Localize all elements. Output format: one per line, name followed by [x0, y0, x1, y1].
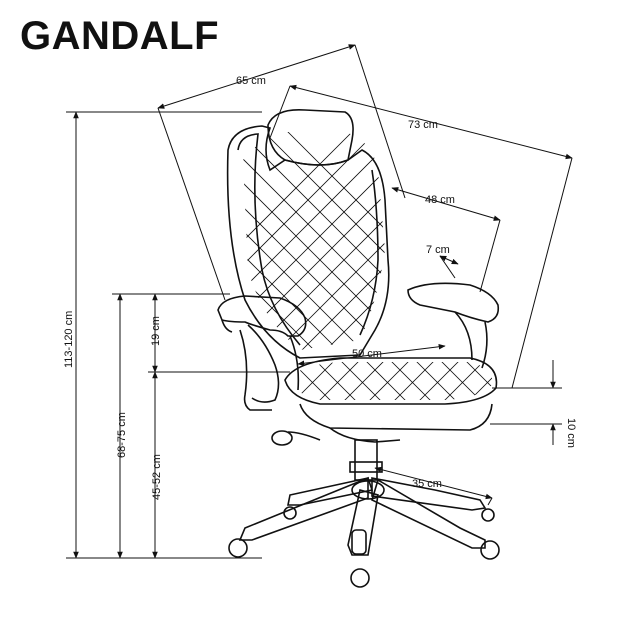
- chair-armrest-right: [407, 282, 500, 323]
- dimension-lines: 65 cm 73 cm 48 cm 7 cm 50 cm 113-120 cm …: [63, 44, 577, 559]
- chair-illustration: [217, 108, 500, 588]
- dim-seat-width-label: 48 cm: [425, 194, 455, 206]
- seat-quilting: [290, 362, 493, 400]
- dim-seat-thickness-label: 10 cm: [565, 418, 577, 448]
- dim-depth-label: 73 cm: [408, 119, 438, 131]
- dim-seat-depth-label: 50 cm: [352, 348, 382, 360]
- chair-armrest-left: [217, 295, 307, 337]
- chair-gas-lift: [354, 439, 378, 481]
- chair-backrest: [226, 125, 390, 359]
- chair-headrest: [267, 108, 354, 166]
- chair-seat: [284, 357, 498, 405]
- dim-total-height-label: 113-120 cm: [63, 311, 75, 368]
- dim-width-label: 65 cm: [236, 75, 266, 87]
- dim-seat-height-label: 45-52 cm: [151, 454, 163, 500]
- dim-armrest-width-label: 7 cm: [426, 244, 450, 256]
- chair-casters: [228, 506, 500, 588]
- dim-armrest-height-label: 68-75 cm: [116, 412, 128, 458]
- chair-base: [238, 476, 487, 556]
- dim-armrest-above-seat-label: 19 cm: [150, 316, 162, 346]
- chair-lever-knob: [271, 430, 293, 446]
- dim-base-radius-label: 35 cm: [412, 478, 442, 490]
